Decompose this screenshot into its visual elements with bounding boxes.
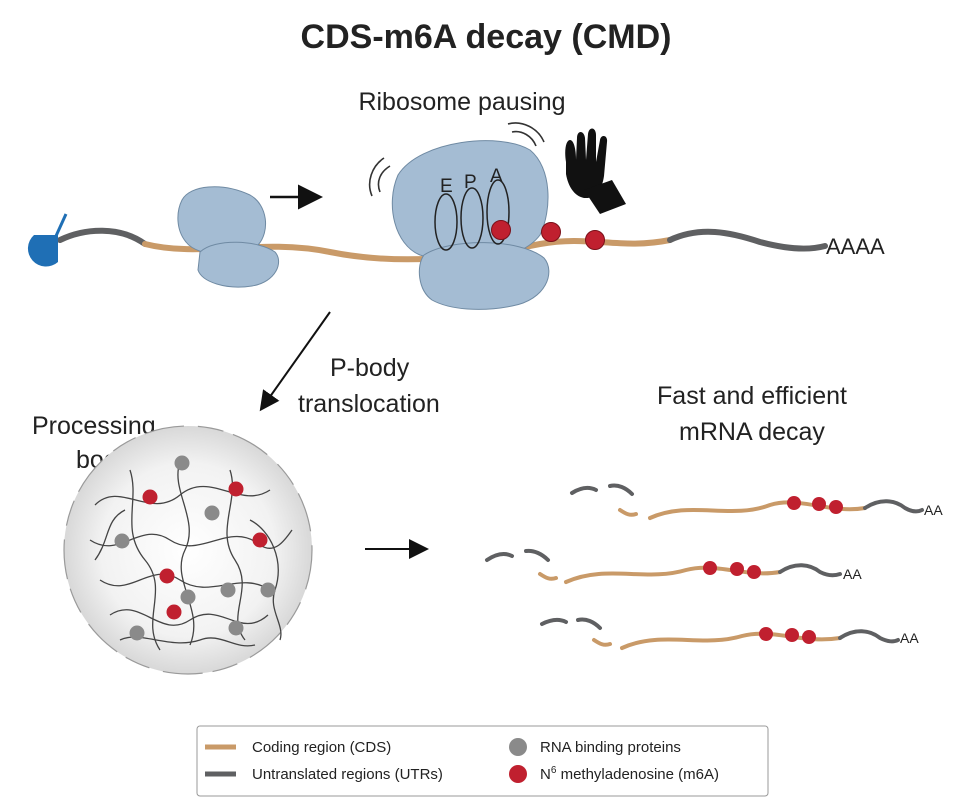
top-5utr [57, 227, 148, 247]
site-e-loop [434, 193, 458, 251]
legend-m6a-label: N6 methyladenosine (m6A) [540, 765, 719, 783]
rbp-dot [129, 625, 145, 641]
legend-utr-label: Untranslated regions (UTRs) [252, 766, 443, 783]
legend-rbp-label: RNA binding proteins [540, 739, 681, 756]
fast-decay-label-line2: mRNA decay [679, 418, 825, 446]
m6a-site [252, 532, 268, 548]
m6a-site [785, 628, 799, 642]
m6a-site [585, 230, 605, 250]
m6a-site [491, 220, 511, 240]
vibration-left-icon [368, 157, 391, 197]
m6a-site [759, 627, 773, 641]
fast-decay-label-line1: Fast and efficient [657, 382, 847, 410]
legend-m6a-rest: methyladenosine (m6A) [556, 766, 719, 783]
rbp-dot [180, 589, 196, 605]
processing-body [63, 425, 313, 675]
cap-stem [54, 213, 68, 237]
translocation-arrow [259, 311, 331, 412]
legend-box [196, 725, 769, 797]
stop-hand-icon [565, 128, 626, 214]
site-e-label: E [440, 176, 453, 197]
m6a-site [142, 489, 158, 505]
legend-m6a-superscript: 6 [551, 765, 557, 776]
diagram-title: CDS-m6A decay (CMD) [301, 18, 672, 56]
m6a-site [787, 496, 801, 510]
m6a-site [829, 500, 843, 514]
rbp-dot [204, 505, 220, 521]
site-p-loop [460, 187, 484, 249]
ribosome-small-subunit [197, 241, 280, 288]
site-p-label: P [464, 172, 477, 193]
polya-tail: AAAA [826, 234, 885, 259]
m6a-site [159, 568, 175, 584]
paused-ribosome: E P A [391, 140, 550, 310]
fragment-tail: AA [924, 502, 943, 518]
vibration-right-icon [507, 122, 545, 147]
processing-body-label-line1: Processing [32, 412, 156, 440]
top-3utr [667, 228, 828, 252]
legend-m6a-prefix: N [540, 766, 551, 783]
fragment-tail: AA [843, 566, 862, 582]
rbp-dot [114, 533, 130, 549]
fragment-tail: AA [900, 630, 919, 646]
rbp-dot [260, 582, 276, 598]
m6a-site [812, 497, 826, 511]
pbody-label-line2: translocation [298, 390, 440, 418]
rbp-dot [174, 455, 190, 471]
m6a-site [747, 565, 761, 579]
legend-m6a-swatch [509, 765, 527, 783]
m6a-site [228, 481, 244, 497]
m6a-site [166, 604, 182, 620]
translating-ribosome [177, 186, 280, 288]
legend-cds-label: Coding region (CDS) [252, 739, 391, 756]
m6a-site [541, 222, 561, 242]
pbody-boundary [63, 425, 313, 675]
pbody-label-line1: P-body [330, 354, 410, 382]
m6a-site [703, 561, 717, 575]
legend-rbp-swatch [509, 738, 527, 756]
decaying-mrna-2: AA [485, 548, 862, 584]
m6a-site [730, 562, 744, 576]
pbody-halo [64, 426, 312, 674]
site-a-loop [486, 179, 510, 245]
mrna-cap-icon [27, 235, 58, 267]
rbp-dot [228, 620, 244, 636]
m6a-site [802, 630, 816, 644]
rbp-dot [220, 582, 236, 598]
paused-small-subunit [418, 242, 550, 310]
legend: Coding region (CDS) Untranslated regions… [196, 725, 769, 797]
decaying-mrna-1: AA [570, 483, 943, 520]
decaying-mrna-3: AA [540, 617, 919, 650]
ribosome-pausing-label: Ribosome pausing [358, 88, 565, 116]
site-a-label: A [490, 166, 503, 187]
